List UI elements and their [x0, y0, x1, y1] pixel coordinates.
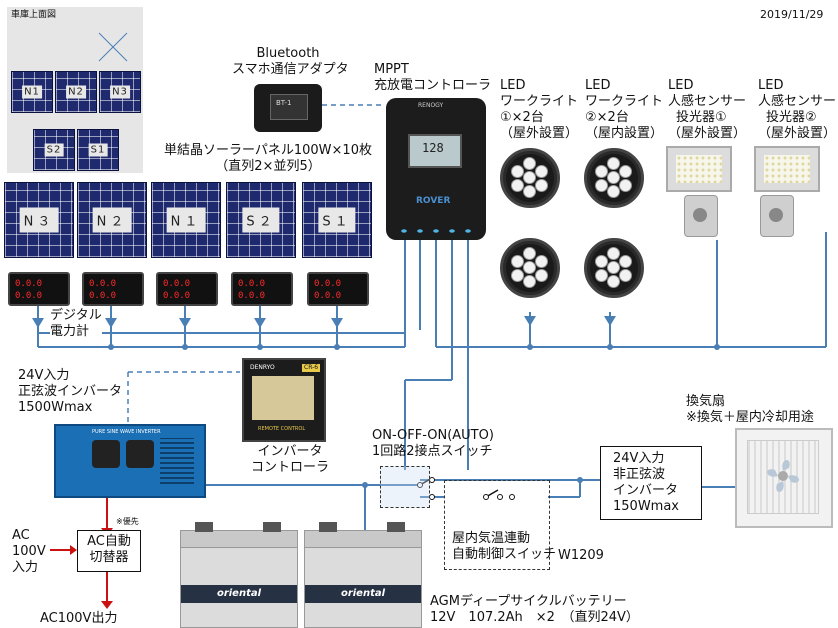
mppt-controller: RENOGY 128 ROVER: [386, 98, 486, 240]
bluetooth-label: Bluetooth スマホ通信アダプタ: [232, 46, 349, 77]
inverter-remote: DENRYO CR-6 REMOTE CONTROL: [242, 358, 326, 442]
fan-label: 換気扇 ※換気＋屋内冷却用途: [686, 394, 814, 425]
mppt-brand: RENOGY: [418, 102, 444, 109]
mppt-model: ROVER: [416, 196, 451, 206]
ac-switcher-text: AC自動 切替器: [87, 534, 131, 565]
solar-title: 単結晶ソーラーパネル100W×10枚 （直列2×並列5）: [164, 143, 372, 174]
flood-light-1-sensor-icon: [684, 195, 718, 237]
junctions: [108, 344, 720, 488]
ac-input-label: AC 100V 入力: [12, 528, 46, 575]
work-light-1a-icon: [500, 148, 560, 208]
roof-panel-n1: N1: [11, 71, 53, 113]
light-1-label: LED ワークライト ①×2台 （屋外設置）: [500, 78, 579, 141]
ventilation-fan-icon: [735, 428, 833, 528]
inverter-fan: [160, 438, 194, 484]
flood-light-2-sensor-icon: [760, 195, 794, 237]
power-meter-1: 0.0.0 0.0.0: [8, 272, 70, 306]
manual-switch-box: [380, 466, 430, 508]
work-light-1b-icon: [500, 238, 560, 298]
inverter-outlet-1: [92, 440, 120, 468]
light-4-label: LED 人感センサー 投光器② （屋外設置）: [758, 78, 837, 141]
roof-panel-s1: S1: [77, 129, 119, 171]
small-inverter-box: 24V入力 非正弦波 インバータ 150Wmax: [600, 446, 702, 520]
roof-panel-s2: S2: [33, 129, 75, 171]
flood-light-1-icon: [666, 146, 732, 192]
auto-switch-model: W1209: [558, 548, 604, 563]
flood-light-2-icon: [754, 146, 820, 192]
roof-view: 車庫上面図 N1 N2 N3 S2 S1: [7, 7, 143, 173]
auto-switch-label: 屋内気温連動 自動制御スイッチ: [452, 531, 557, 562]
sine-inverter: PURE SINE WAVE INVERTER: [54, 424, 206, 498]
battery-1: oriental: [180, 522, 298, 628]
battery-label: AGMディープサイクルバッテリー 12V 107.2Ah ×2 （直列24V）: [430, 594, 639, 625]
work-light-2b-icon: [584, 238, 644, 298]
inverter-panel-text: PURE SINE WAVE INVERTER: [92, 429, 161, 435]
meter-label: デジタル 電力計: [50, 308, 102, 340]
battery-2: oriental: [304, 522, 422, 628]
remote-model: CR-6: [302, 364, 321, 372]
auto-switch-box: [444, 480, 550, 570]
roof-compass-icon: [98, 32, 128, 62]
diodes: [32, 316, 616, 328]
mppt-screen: [408, 134, 462, 168]
switch-label: ON-OFF-ON(AUTO) 1回路2接点スイッチ: [372, 428, 494, 459]
roof-title: 車庫上面図: [11, 10, 57, 20]
work-light-2a-icon: [584, 148, 644, 208]
roof-panel-n3: N3: [99, 71, 141, 113]
mppt-label: MPPT 充放電コントローラ: [374, 62, 492, 93]
solar-panel-n2: N２: [77, 182, 147, 258]
power-meter-4: 0.0.0 0.0.0: [231, 272, 293, 306]
solar-panel-n3: N３: [4, 182, 74, 258]
ac-priority-note: ※優先: [116, 517, 139, 526]
inverter-label: 24V入力 正弦波インバータ 1500Wmax: [18, 368, 123, 415]
small-inverter-text: 24V入力 非正弦波 インバータ 150Wmax: [613, 451, 679, 514]
date-label: 2019/11/29: [760, 8, 824, 21]
remote-label: インバータ コントローラ: [250, 444, 329, 475]
ac-output-label: AC100V出力: [40, 611, 118, 626]
power-meter-3: 0.0.0 0.0.0: [156, 272, 218, 306]
ac-switcher-box: AC自動 切替器: [77, 530, 141, 572]
remote-panel-text: REMOTE CONTROL: [258, 426, 306, 432]
comm-wiring: [127, 104, 385, 425]
bluetooth-adapter: BT-1: [254, 84, 322, 132]
switch-contacts: [417, 477, 515, 500]
bluetooth-screen: [270, 94, 308, 120]
mppt-screen-value: 128: [422, 141, 444, 155]
solar-panel-n1: N１: [151, 182, 221, 258]
roof-panel-n2: N2: [55, 71, 97, 113]
mppt-terminals: [396, 226, 476, 236]
ac-wiring: [50, 493, 108, 603]
remote-face: [252, 376, 314, 420]
solar-panel-s1: S１: [302, 182, 372, 258]
bluetooth-device-label: BT-1: [276, 99, 292, 107]
light-3-label: LED 人感センサー 投光器① （屋外設置）: [668, 78, 747, 141]
light-2-label: LED ワークライト ②×2台 （屋内設置）: [585, 78, 664, 141]
power-meter-2: 0.0.0 0.0.0: [82, 272, 144, 306]
solar-panel-s2: S２: [226, 182, 296, 258]
inverter-outlet-2: [126, 440, 154, 468]
power-meter-5: 0.0.0 0.0.0: [307, 272, 369, 306]
remote-brand: DENRYO: [250, 364, 275, 371]
